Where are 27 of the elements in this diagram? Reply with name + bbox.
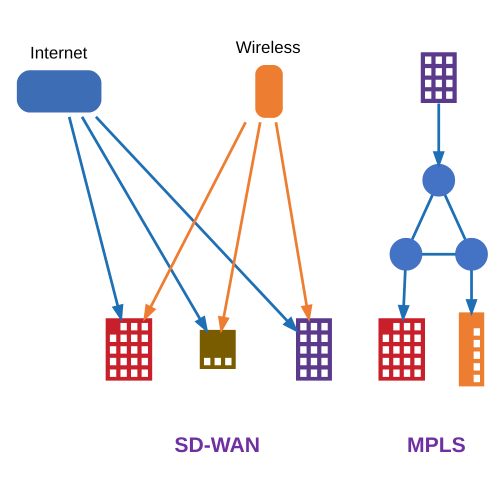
label: SD-WAN — [174, 434, 260, 457]
node-circle — [455, 238, 488, 271]
node-picture — [106, 318, 152, 381]
label: MPLS — [407, 434, 466, 457]
arrow — [398, 270, 410, 322]
arrow — [218, 122, 262, 334]
node-circle — [390, 238, 422, 271]
arrow — [68, 116, 124, 322]
node-label: Wireless — [236, 38, 301, 58]
arrow — [466, 270, 478, 316]
arrow — [432, 104, 445, 168]
arrow — [94, 116, 299, 334]
node-box — [255, 64, 283, 118]
arrow — [274, 122, 312, 322]
connector — [444, 194, 466, 240]
node-picture — [200, 330, 236, 369]
node-picture — [458, 312, 484, 386]
node-picture — [378, 318, 425, 381]
node-label: Internet — [30, 43, 88, 62]
node-box — [16, 70, 102, 113]
arrow — [80, 116, 208, 334]
connector — [422, 252, 456, 256]
node-picture — [296, 318, 332, 381]
node-circle — [422, 164, 456, 197]
node-picture — [420, 52, 457, 104]
arrow — [143, 122, 247, 322]
connector — [411, 194, 434, 240]
